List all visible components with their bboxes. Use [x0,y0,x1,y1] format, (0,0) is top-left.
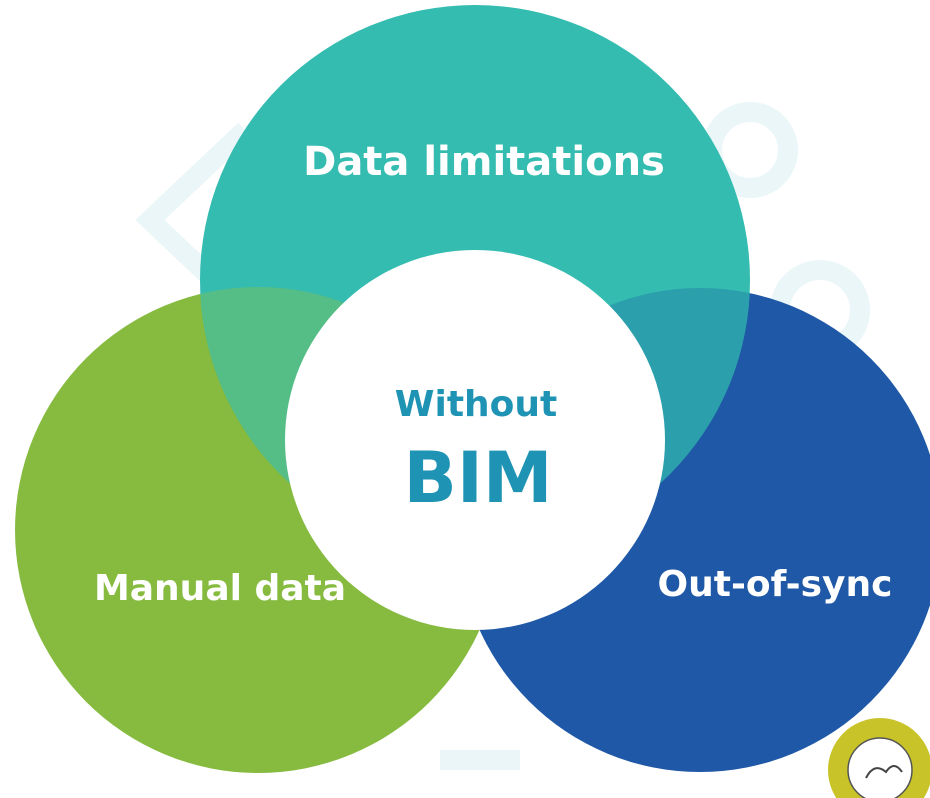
data-limitations-label: Data limitations [303,139,665,185]
center-circle [285,250,665,630]
out-of-sync-label: Out-of-sync [658,564,893,605]
organization-logo [828,718,930,798]
manual-data-label: Manual data [94,568,346,609]
bim-label: BIM [403,437,552,519]
without-label: Without [395,384,557,425]
